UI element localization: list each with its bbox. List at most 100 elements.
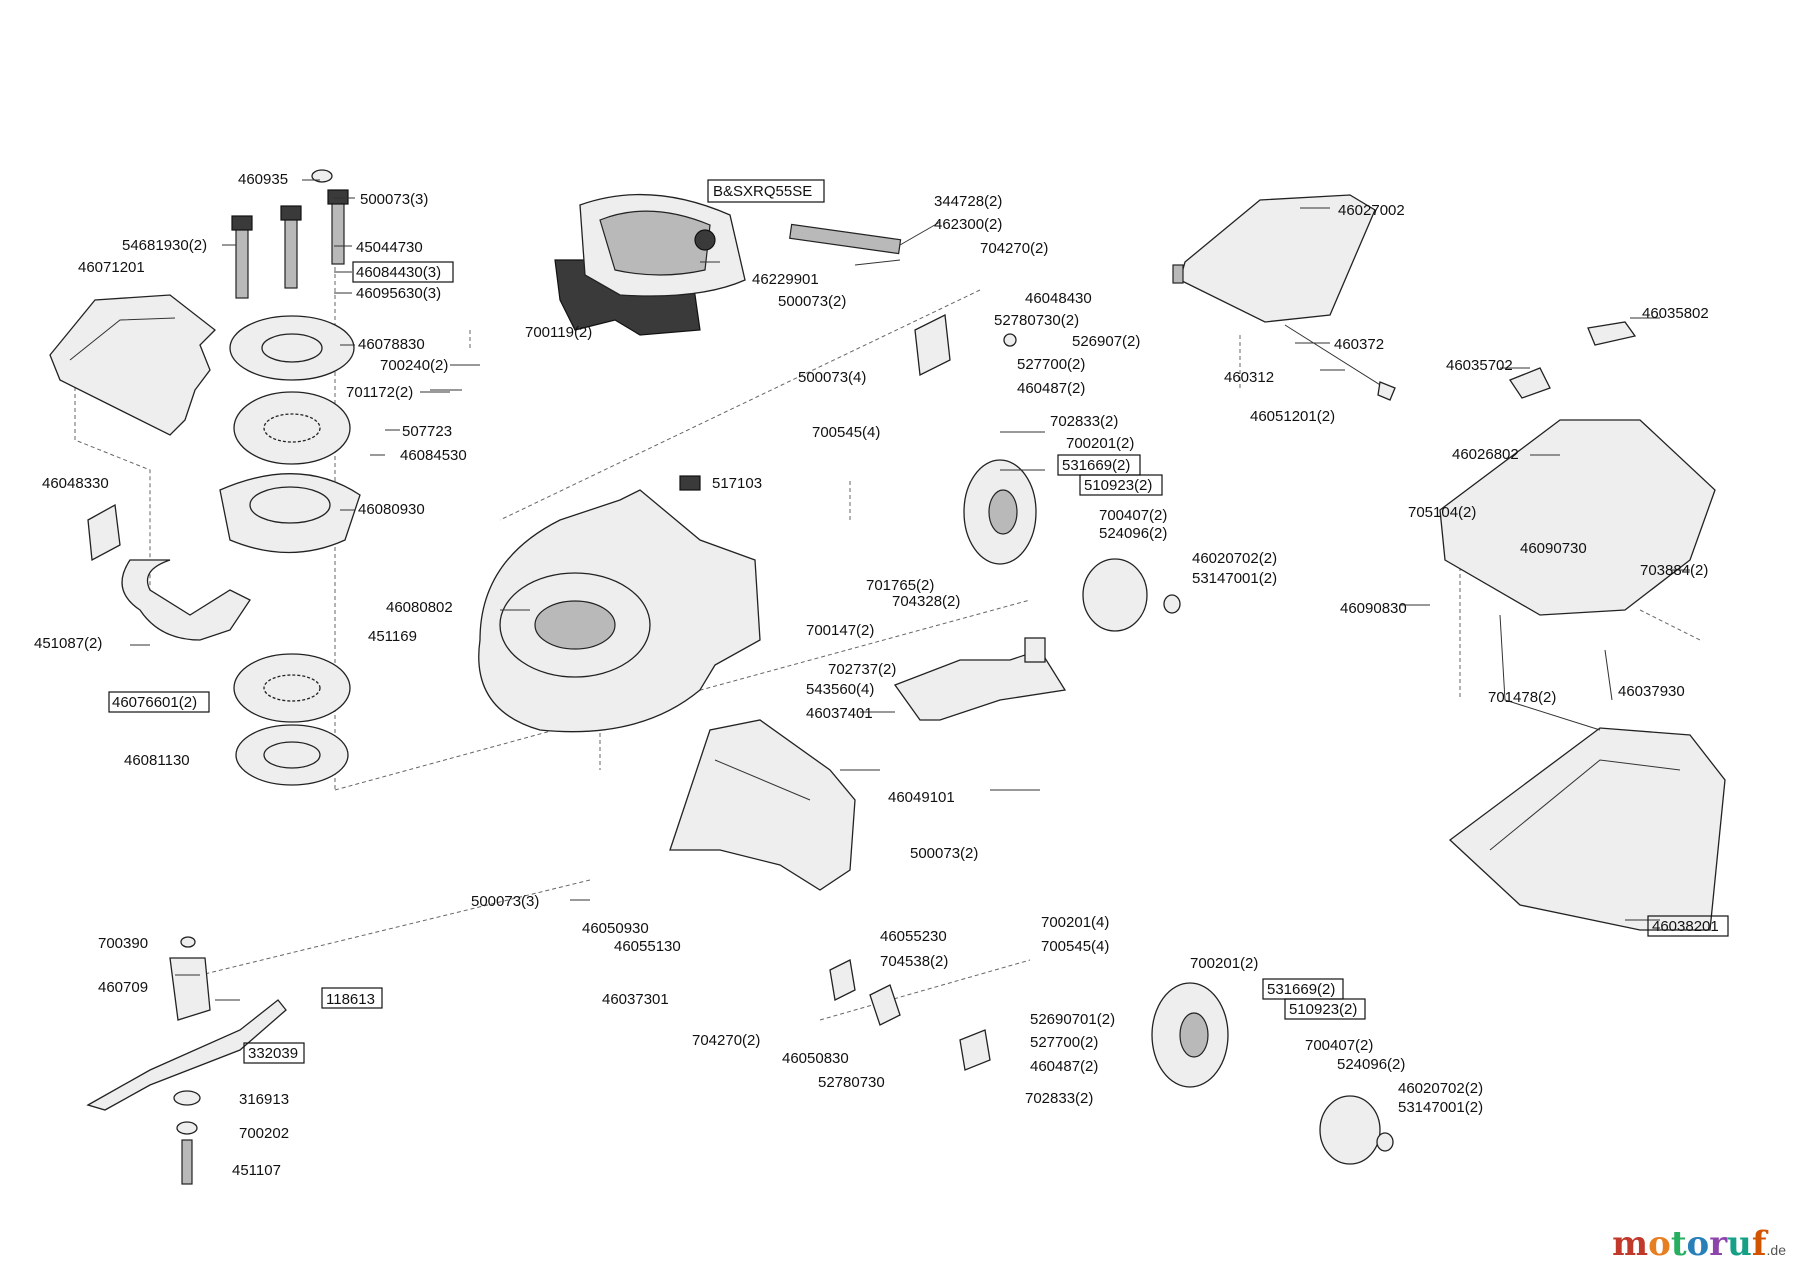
part-label-451169: 451169 bbox=[368, 628, 417, 645]
part-label-46229901: 46229901 bbox=[752, 271, 819, 288]
part-label-701478: 701478(2) bbox=[1488, 689, 1556, 706]
part-label-531669-b: 531669(2) bbox=[1267, 981, 1335, 998]
part-label-700202: 700202 bbox=[239, 1125, 289, 1142]
part-label-702737: 702737(2) bbox=[828, 661, 896, 678]
part-label-46071201: 46071201 bbox=[78, 259, 145, 276]
flange-plate bbox=[229, 315, 355, 381]
motoruf-watermark: motoruf.de bbox=[1612, 1224, 1786, 1264]
part-label-46081130: 46081130 bbox=[124, 752, 190, 769]
part-label-46078830: 46078830 bbox=[358, 336, 425, 353]
part-label-460487-a: 460487(2) bbox=[1017, 380, 1085, 397]
handle-clip bbox=[1284, 324, 1396, 401]
part-label-701172: 701172(2) bbox=[346, 384, 413, 401]
part-label-527700-a: 527700(2) bbox=[1017, 356, 1085, 373]
part-label-524096-b: 524096(2) bbox=[1337, 1056, 1405, 1073]
part-label-451107: 451107 bbox=[232, 1162, 281, 1179]
part-label-46020702-b: 46020702(2) bbox=[1398, 1080, 1483, 1097]
part-label-700201-b: 700201(2) bbox=[1190, 955, 1258, 972]
part-label-543560: 543560(4) bbox=[806, 681, 874, 698]
grass-box-bag bbox=[1448, 727, 1726, 931]
part-label-53147001-b: 53147001(2) bbox=[1398, 1099, 1483, 1116]
part-label-500073-2b: 500073(2) bbox=[910, 845, 978, 862]
part-label-517103: 517103 bbox=[712, 475, 762, 492]
watermark-brand: motoruf bbox=[1612, 1224, 1767, 1264]
chute-insert bbox=[893, 637, 1067, 721]
studs-and-spacers bbox=[231, 169, 349, 299]
part-label-700407-a: 700407(2) bbox=[1099, 507, 1167, 524]
part-label-531669-a: 531669(2) bbox=[1062, 457, 1130, 474]
part-label-500073-2a: 500073(2) bbox=[778, 293, 846, 310]
part-label-700201-a: 700201(2) bbox=[1066, 435, 1134, 452]
part-label-702833-a: 702833(2) bbox=[1050, 413, 1118, 430]
engine bbox=[554, 193, 746, 336]
front-axle-parts bbox=[789, 223, 1017, 376]
part-label-46095630: 46095630(3) bbox=[356, 285, 441, 302]
part-label-526907: 526907(2) bbox=[1072, 333, 1140, 350]
part-label-45044730: 45044730 bbox=[356, 239, 423, 256]
lower-fan bbox=[233, 653, 351, 723]
part-label-46049101: 46049101 bbox=[888, 789, 955, 806]
part-label-700201-4: 700201(4) bbox=[1041, 914, 1109, 931]
part-label-704328: 704328(2) bbox=[892, 593, 960, 610]
grass-box-rods bbox=[1499, 614, 1613, 731]
watermark-suffix: .de bbox=[1766, 1242, 1786, 1258]
part-label-46080802: 46080802 bbox=[386, 599, 453, 616]
deck-cover bbox=[49, 294, 216, 436]
part-label-53147001-a: 53147001(2) bbox=[1192, 570, 1277, 587]
part-label-52690701: 52690701(2) bbox=[1030, 1011, 1115, 1028]
part-label-52780730-2: 52780730(2) bbox=[994, 312, 1079, 329]
part-label-46037401: 46037401 bbox=[806, 705, 873, 722]
part-label-701765: 701765(2) bbox=[866, 577, 934, 594]
part-label-46048330: 46048330 bbox=[42, 475, 109, 492]
part-label-344728: 344728(2) bbox=[934, 193, 1002, 210]
part-label-46037930: 46037930 bbox=[1618, 683, 1685, 700]
part-label-700240: 700240(2) bbox=[380, 357, 448, 374]
part-label-703884: 703884(2) bbox=[1640, 562, 1708, 579]
part-label-46035802: 46035802 bbox=[1642, 305, 1709, 322]
part-label-46055130: 46055130 bbox=[614, 938, 681, 955]
part-label-524096-a: 524096(2) bbox=[1099, 525, 1167, 542]
part-label-46090730: 46090730 bbox=[1520, 540, 1587, 557]
part-label-460312: 460312 bbox=[1224, 369, 1274, 386]
part-label-46026802: 46026802 bbox=[1452, 446, 1519, 463]
part-label-460935: 460935 bbox=[238, 171, 288, 188]
part-label-500073-3: 500073(3) bbox=[360, 191, 428, 208]
part-label-54681930: 54681930(2) bbox=[122, 237, 207, 254]
part-label-704538: 704538(2) bbox=[880, 953, 948, 970]
blade-stack bbox=[86, 936, 287, 1185]
front-wheel bbox=[963, 459, 1181, 632]
part-label-46080930: 46080930 bbox=[358, 501, 425, 518]
part-label-316913: 316913 bbox=[239, 1091, 289, 1108]
leader-lines bbox=[130, 179, 1690, 1001]
part-label-451087: 451087(2) bbox=[34, 635, 102, 652]
part-label-510923-b: 510923(2) bbox=[1289, 1001, 1357, 1018]
rear-wheel bbox=[1151, 982, 1394, 1165]
part-labels: 460935 500073(3) B&SXRQ55SE 54681930(2) … bbox=[34, 171, 1729, 1179]
part-label-46027002: 46027002 bbox=[1338, 202, 1405, 219]
part-label-118613: 118613 bbox=[326, 991, 375, 1008]
rear-axle-parts bbox=[829, 959, 991, 1071]
part-label-500073-3b: 500073(3) bbox=[471, 893, 539, 910]
handle-bracket-left bbox=[87, 503, 251, 641]
assembly-lines bbox=[74, 190, 1701, 1021]
mower-deck bbox=[478, 475, 761, 733]
fan-wheel bbox=[233, 391, 351, 465]
rear-housing bbox=[669, 719, 856, 891]
part-label-46050930: 46050930 bbox=[582, 920, 649, 937]
part-label-462300: 462300(2) bbox=[934, 216, 1002, 233]
part-label-332039: 332039 bbox=[248, 1045, 298, 1062]
part-label-46084530: 46084530 bbox=[400, 447, 467, 464]
part-label-46035702: 46035702 bbox=[1446, 357, 1513, 374]
part-label-46050830: 46050830 bbox=[782, 1050, 849, 1067]
motor-flange bbox=[219, 473, 361, 554]
part-label-52780730: 52780730 bbox=[818, 1074, 885, 1091]
part-label-46051201: 46051201(2) bbox=[1250, 408, 1335, 425]
part-label-46048430: 46048430 bbox=[1025, 290, 1092, 307]
part-label-700407-b: 700407(2) bbox=[1305, 1037, 1373, 1054]
lower-plate bbox=[235, 724, 349, 786]
part-label-460372: 460372 bbox=[1334, 336, 1384, 353]
part-label-702833-b: 702833(2) bbox=[1025, 1090, 1093, 1107]
part-label-46020702-a: 46020702(2) bbox=[1192, 550, 1277, 567]
